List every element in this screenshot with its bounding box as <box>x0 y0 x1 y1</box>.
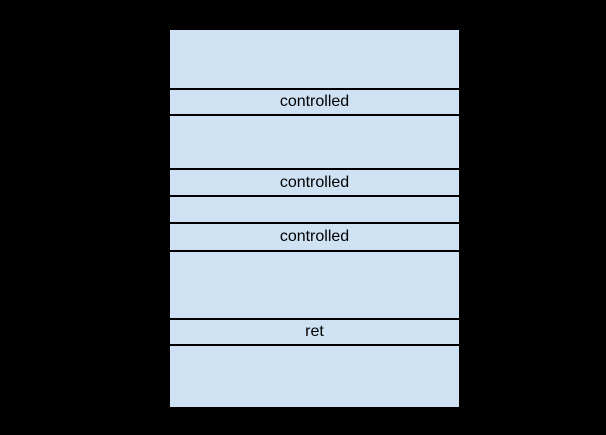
stack-row-empty <box>170 197 459 224</box>
stack-row-controlled: controlled <box>170 90 459 116</box>
stack-row-controlled: controlled <box>170 224 459 252</box>
stack-diagram: controlled controlled controlled ret <box>168 28 461 409</box>
stack-row-label: controlled <box>279 228 350 245</box>
stack-row-empty <box>170 252 459 320</box>
stack-row-empty <box>170 116 459 170</box>
stack-row-ret: ret <box>170 320 459 346</box>
stack-row-label: controlled <box>279 173 350 191</box>
stack-row-label: controlled <box>279 93 350 110</box>
stack-row-empty <box>170 346 459 407</box>
stack-row-controlled: controlled <box>170 170 459 197</box>
stack-row-empty <box>170 30 459 90</box>
stack-row-label: ret <box>305 323 324 340</box>
